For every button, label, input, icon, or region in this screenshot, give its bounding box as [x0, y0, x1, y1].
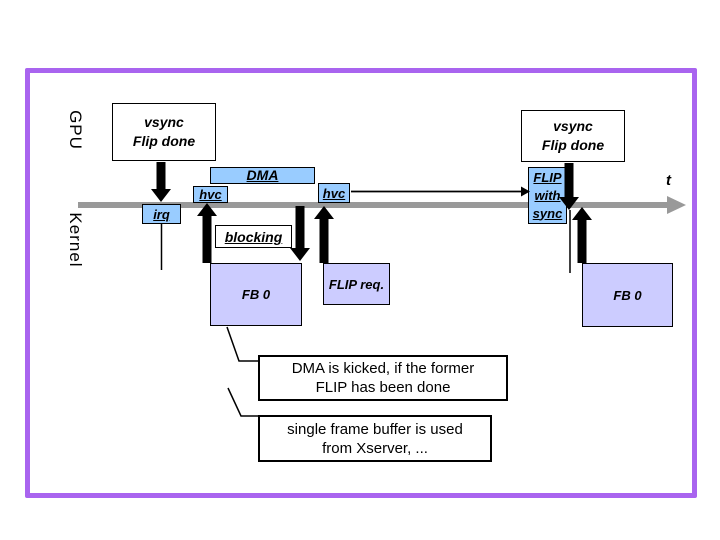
- gpu-lane-label: GPU: [66, 110, 85, 150]
- fb0-box-right: FB 0: [582, 263, 673, 327]
- fb0-label: FB 0: [241, 287, 271, 302]
- hvc-label: hvc: [322, 185, 346, 201]
- dma-note-box: DMA is kicked, if the former FLIP has be…: [258, 355, 508, 401]
- fb0-box-left: FB 0: [210, 263, 302, 326]
- vsync-flip-done-box-left: vsync Flip done: [112, 103, 216, 161]
- flip-label: FLIP: [533, 169, 562, 185]
- dma-box: DMA: [210, 167, 315, 184]
- fb-note-line1: single frame buffer is used: [287, 420, 463, 438]
- dma-label: DMA: [246, 167, 279, 183]
- flip-with-sync-box: FLIP with sync: [528, 167, 567, 224]
- vsync-flip-done-box-right: vsync Flip done: [521, 110, 625, 162]
- dma-note-line1: DMA is kicked, if the former: [291, 360, 475, 377]
- time-axis-label: t: [666, 172, 671, 189]
- blocking-label: blocking: [224, 228, 283, 245]
- kernel-lane-label: Kernel: [66, 212, 85, 268]
- flip-done-label: Flip done: [541, 137, 605, 153]
- with-label: with: [534, 187, 561, 203]
- fb-note-box: single frame buffer is used from Xserver…: [258, 415, 492, 462]
- flip-req-box: FLIP req.: [323, 263, 390, 305]
- vsync-label: vsync: [553, 118, 593, 134]
- fb0-label: FB 0: [613, 287, 642, 303]
- flip-req-label: FLIP req.: [328, 276, 385, 292]
- irq-label: irq: [153, 206, 170, 222]
- sync-label: sync: [532, 205, 563, 221]
- hvc-label: hvc: [199, 187, 222, 202]
- dma-note-line2: FLIP has been done: [315, 379, 451, 396]
- irq-box: irq: [142, 204, 181, 224]
- fb-note-line2: from Xserver, ...: [322, 439, 428, 457]
- vsync-label: vsync: [144, 114, 184, 130]
- blocking-box: blocking: [215, 225, 292, 248]
- slide-frame: [25, 68, 697, 498]
- hvc-box-second: hvc: [318, 183, 350, 203]
- hvc-box-first: hvc: [193, 186, 228, 203]
- flip-done-label: Flip done: [132, 133, 196, 149]
